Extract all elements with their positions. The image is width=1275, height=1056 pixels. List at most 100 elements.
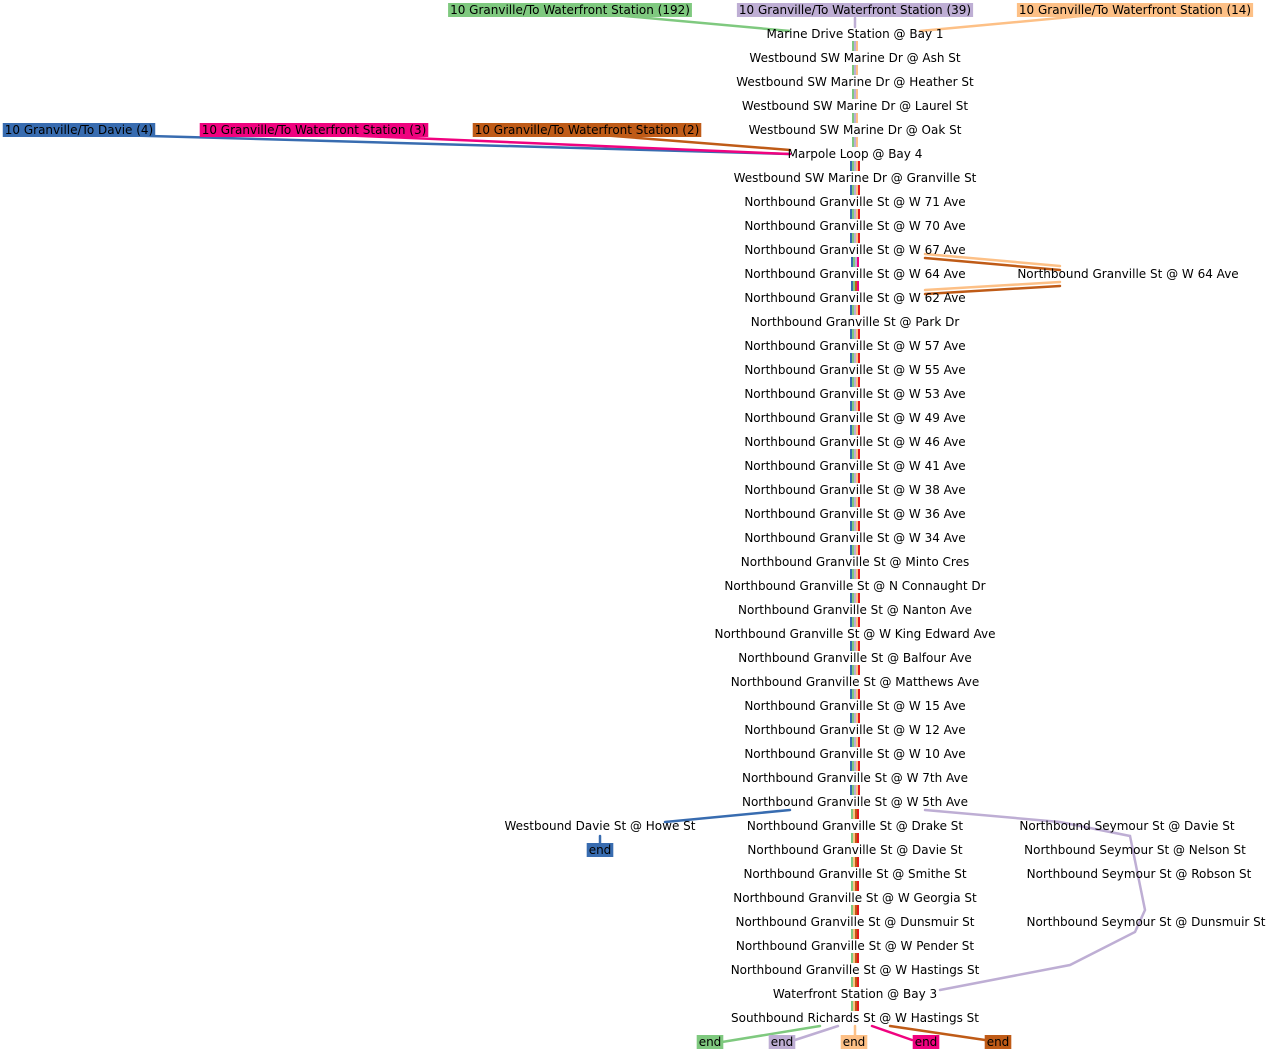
stop-northbound-granville-st-w-41-ave: Northbound Granville St @ W 41 Ave <box>744 459 965 473</box>
trunk-segment <box>851 809 859 819</box>
svg-text:end: end <box>589 843 612 857</box>
stop-westbound-sw-marine-dr-heather-st: Westbound SW Marine Dr @ Heather St <box>736 75 974 89</box>
stop-northbound-granville-st-w-71-ave: Northbound Granville St @ W 71 Ave <box>744 195 965 209</box>
trunk-segment <box>852 113 858 123</box>
trunk-segment <box>850 425 860 435</box>
svg-text:10 Granville/To Waterfront Sta: 10 Granville/To Waterfront Station (2) <box>475 123 700 137</box>
trunk-segment <box>850 521 860 531</box>
trunk-segment <box>852 137 858 147</box>
stop-labels: Marine Drive Station @ Bay 1 Westbound SW… <box>505 27 1266 1025</box>
svg-text:end: end <box>915 1035 938 1049</box>
route-line-green-end <box>720 1024 822 1044</box>
stop-northbound-granville-st-w-64-ave: Northbound Granville St @ W 64 Ave <box>744 267 965 281</box>
trunk-segment <box>851 281 859 291</box>
trunk-segment <box>851 905 859 915</box>
stop-westbound-sw-marine-dr-ash-st: Westbound SW Marine Dr @ Ash St <box>749 51 960 65</box>
stop-northbound-granville-st-davie-st: Northbound Granville St @ Davie St <box>747 843 962 857</box>
trunk-segment <box>850 761 860 771</box>
trunk-segment <box>850 569 860 579</box>
end-marker-purple: end <box>768 1035 796 1049</box>
stop-northbound-seymour-st-davie-st: Northbound Seymour St @ Davie St <box>1019 819 1234 833</box>
stop-marpole-loop-bay-4: Marpole Loop @ Bay 4 <box>788 147 923 161</box>
stop-northbound-granville-st-nanton-ave: Northbound Granville St @ Nanton Ave <box>738 603 972 617</box>
trunk-segment <box>850 713 860 723</box>
stop-northbound-granville-st-w-34-ave: Northbound Granville St @ W 34 Ave <box>744 531 965 545</box>
route-label-10-granville-to-davie-4: 10 Granville/To Davie (4) <box>2 123 156 137</box>
trunk-segment <box>851 881 859 891</box>
route-labels: 10 Granville/To Waterfront Station (192)… <box>2 3 1254 1049</box>
svg-text:10 Granville/To Davie (4): 10 Granville/To Davie (4) <box>5 123 153 137</box>
stop-northbound-granville-st-w-georgia-st: Northbound Granville St @ W Georgia St <box>733 891 977 905</box>
trunk-segment <box>850 305 860 315</box>
stop-northbound-granville-st-w-king-edward-ave: Northbound Granville St @ W King Edward … <box>714 627 995 641</box>
trunk-segment <box>850 785 860 795</box>
svg-text:end: end <box>771 1035 794 1049</box>
stop-northbound-granville-st-w-46-ave: Northbound Granville St @ W 46 Ave <box>744 435 965 449</box>
trunk-segment <box>850 665 860 675</box>
trunk-segment <box>852 89 858 99</box>
svg-text:10 Granville/To Waterfront Sta: 10 Granville/To Waterfront Station (39) <box>739 3 971 17</box>
stop-northbound-granville-st-w-hastings-st: Northbound Granville St @ W Hastings St <box>731 963 980 977</box>
stop-northbound-granville-st-w-53-ave: Northbound Granville St @ W 53 Ave <box>744 387 965 401</box>
route-label-10-granville-to-waterfront-station-39: 10 Granville/To Waterfront Station (39) <box>736 3 974 17</box>
svg-text:end: end <box>699 1035 722 1049</box>
route-label-10-granville-to-waterfront-station-192: 10 Granville/To Waterfront Station (192) <box>448 3 692 17</box>
stop-northbound-granville-st-minto-cres: Northbound Granville St @ Minto Cres <box>741 555 969 569</box>
stop-westbound-sw-marine-dr-laurel-st: Westbound SW Marine Dr @ Laurel St <box>742 99 968 113</box>
trunk-segment <box>850 377 860 387</box>
stop-westbound-sw-marine-dr-oak-st: Westbound SW Marine Dr @ Oak St <box>749 123 962 137</box>
route-line-purple-seymour <box>923 808 1147 992</box>
trunk-segment <box>850 233 860 243</box>
stop-northbound-seymour-st-dunsmuir-st: Northbound Seymour St @ Dunsmuir St <box>1026 915 1265 929</box>
trunk-segment <box>850 449 860 459</box>
stop-northbound-granville-st-w-57-ave: Northbound Granville St @ W 57 Ave <box>744 339 965 353</box>
stop-northbound-granville-st-w-12-ave: Northbound Granville St @ W 12 Ave <box>744 723 965 737</box>
stop-northbound-granville-st-smithe-st: Northbound Granville St @ Smithe St <box>743 867 966 881</box>
stop-southbound-richards-st-w-hastings-st: Southbound Richards St @ W Hastings St <box>731 1011 979 1025</box>
stop-northbound-granville-st-w-pender-st: Northbound Granville St @ W Pender St <box>736 939 974 953</box>
stop-northbound-granville-st-drake-st: Northbound Granville St @ Drake St <box>747 819 963 833</box>
svg-text:end: end <box>843 1035 866 1049</box>
trunk-segment <box>850 737 860 747</box>
svg-text:end: end <box>987 1035 1010 1049</box>
trunk-segment <box>850 641 860 651</box>
svg-text:10 Granville/To Waterfront Sta: 10 Granville/To Waterfront Station (3) <box>202 123 427 137</box>
trunk-segment <box>850 329 860 339</box>
trunk-segment <box>852 65 858 75</box>
trunk-segment <box>850 209 860 219</box>
trunk-segment <box>850 593 860 603</box>
end-marker-magenta: end <box>912 1035 940 1049</box>
route-line-peach-detour-in <box>923 252 1062 268</box>
stop-northbound-seymour-st-nelson-st: Northbound Seymour St @ Nelson St <box>1024 843 1246 857</box>
trunk-segment <box>850 689 860 699</box>
end-marker-green: end <box>696 1035 724 1049</box>
trunk-segments <box>850 41 860 1011</box>
stop-northbound-granville-st-dunsmuir-st: Northbound Granville St @ Dunsmuir St <box>735 915 974 929</box>
stop-marine-drive-station-bay-1: Marine Drive Station @ Bay 1 <box>766 27 943 41</box>
route-label-10-granville-to-waterfront-station-14: 10 Granville/To Waterfront Station (14) <box>1016 3 1254 17</box>
route-line-orange-end <box>888 1024 987 1042</box>
end-marker-blue: end <box>586 843 614 857</box>
route-lines <box>78 9 1147 1044</box>
trunk-segment <box>852 41 858 51</box>
stop-northbound-granville-st-w-55-ave: Northbound Granville St @ W 55 Ave <box>744 363 965 377</box>
trunk-segment <box>851 977 859 987</box>
stop-davie-howe: Westbound Davie St @ Howe St <box>505 819 696 833</box>
route-line-blue-davie <box>663 808 792 824</box>
route-label-10-granville-to-waterfront-station-2: 10 Granville/To Waterfront Station (2) <box>472 123 702 137</box>
route-line-blue-origin <box>78 132 792 156</box>
trunk-segment <box>851 833 859 843</box>
end-marker-peach: end <box>840 1035 868 1049</box>
route-line-orange-detour-out <box>923 284 1062 296</box>
stop-northbound-granville-st-park-dr: Northbound Granville St @ Park Dr <box>751 315 960 329</box>
route-line-peach-detour-out <box>923 280 1062 292</box>
trunk-segment <box>851 929 859 939</box>
stop-branch-w64: Northbound Granville St @ W 64 Ave <box>1017 267 1238 281</box>
trunk-segment <box>850 185 860 195</box>
trunk-segment <box>850 401 860 411</box>
route-line-magenta-end <box>870 1024 914 1042</box>
trunk-segment <box>850 473 860 483</box>
trunk-segment <box>851 257 859 267</box>
route-line-purple-end <box>793 1024 840 1042</box>
